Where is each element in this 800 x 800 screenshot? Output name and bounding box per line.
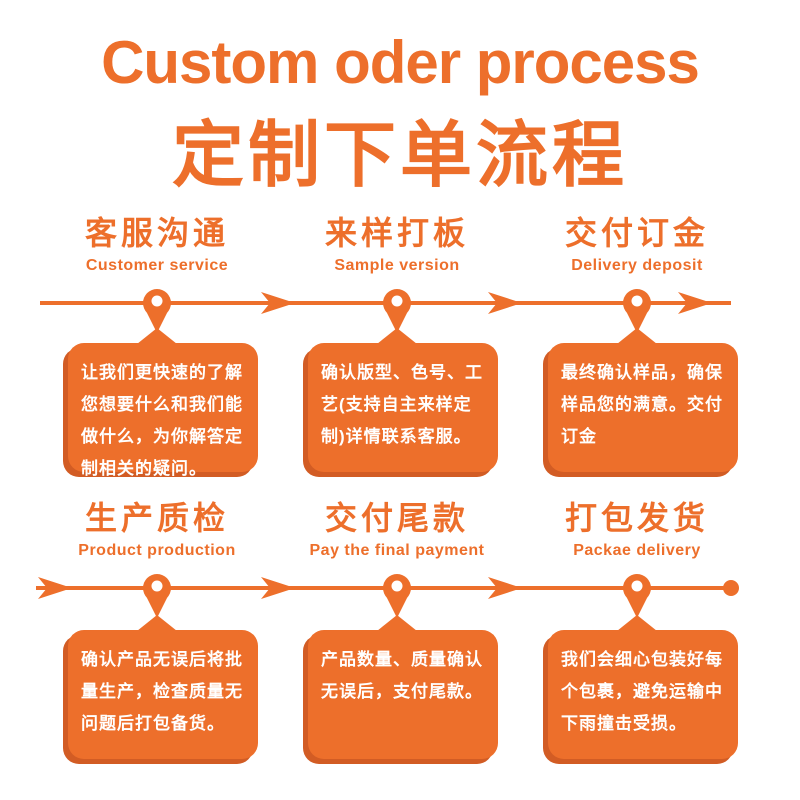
arrow-right-icon — [261, 292, 295, 314]
step-4-subtitle: Product production — [78, 542, 236, 559]
step-1-title: 客服沟通 — [84, 215, 229, 251]
step-3-subtitle: Delivery deposit — [571, 257, 703, 274]
step-4-title: 生产质检 — [84, 500, 229, 536]
location-pin-icon — [383, 574, 411, 618]
step-2-description-bubble: 确认版型、色号、工艺(支持自主来样定制)详情联系客服。 — [308, 328, 498, 472]
step-3-title: 交付订金 — [564, 215, 709, 251]
step-3-heading: 交付订金 Delivery deposit — [507, 213, 767, 275]
step-3-description: 最终确认样品，确保样品您的满意。交付订金 — [561, 363, 723, 446]
step-6-description: 我们会细心包装好每个包裹，避免运输中下雨撞击受损。 — [561, 650, 723, 733]
step-1-heading: 客服沟通 Customer service — [27, 213, 287, 275]
step-5-heading: 交付尾款 Pay the final payment — [267, 498, 527, 560]
location-pin-icon — [143, 574, 171, 618]
step-1-subtitle: Customer service — [85, 257, 229, 274]
location-pin-icon — [623, 574, 651, 618]
arrow-right-icon — [261, 577, 295, 599]
step-2-heading: 来样打板 Sample version — [267, 213, 527, 275]
bubble-tail — [137, 615, 177, 631]
bubble-tail — [617, 328, 657, 344]
page-title-english: Custom oder process — [101, 29, 700, 96]
location-pin-icon — [143, 289, 171, 333]
step-2-title: 来样打板 — [324, 215, 469, 251]
step-6-heading: 打包发货 Packae delivery — [507, 498, 767, 560]
step-1-description-bubble: 让我们更快速的了解您想要什么和我们能做什么，为你解答定制相关的疑问。 — [68, 328, 258, 478]
bubble-tail — [137, 328, 177, 344]
end-dot-icon — [723, 580, 739, 596]
arrow-right-icon — [38, 577, 72, 599]
step-4-heading: 生产质检 Product production — [27, 498, 287, 560]
step-6-description-bubble: 我们会细心包装好每个包裹，避免运输中下雨撞击受损。 — [548, 615, 738, 759]
bubble-tail — [377, 328, 417, 344]
step-2-subtitle: Sample version — [334, 257, 460, 274]
step-5-description: 产品数量、质量确认无误后，支付尾款。 — [321, 650, 483, 701]
arrow-right-icon — [488, 577, 522, 599]
bubble-tail — [617, 615, 657, 631]
step-6-title: 打包发货 — [564, 500, 709, 536]
step-1-description: 让我们更快速的了解您想要什么和我们能做什么，为你解答定制相关的疑问。 — [81, 363, 243, 478]
step-6-subtitle: Packae delivery — [573, 542, 701, 559]
bubble-tail — [377, 615, 417, 631]
timeline-row-2 — [36, 574, 739, 618]
step-3-description-bubble: 最终确认样品，确保样品您的满意。交付订金 — [548, 328, 738, 472]
step-4-description: 确认产品无误后将批量生产，检查质量无问题后打包备货。 — [81, 650, 243, 733]
location-pin-icon — [383, 289, 411, 333]
step-5-description-bubble: 产品数量、质量确认无误后，支付尾款。 — [308, 615, 498, 759]
step-2-description: 确认版型、色号、工艺(支持自主来样定制)详情联系客服。 — [321, 363, 483, 446]
arrow-right-icon — [678, 292, 712, 314]
location-pin-icon — [623, 289, 651, 333]
timeline-row-1 — [40, 289, 731, 333]
arrow-right-icon — [488, 292, 522, 314]
step-4-description-bubble: 确认产品无误后将批量生产，检查质量无问题后打包备货。 — [68, 615, 258, 759]
page-title-chinese: 定制下单流程 — [171, 112, 628, 197]
step-5-subtitle: Pay the final payment — [309, 542, 485, 559]
step-5-title: 交付尾款 — [324, 500, 469, 536]
